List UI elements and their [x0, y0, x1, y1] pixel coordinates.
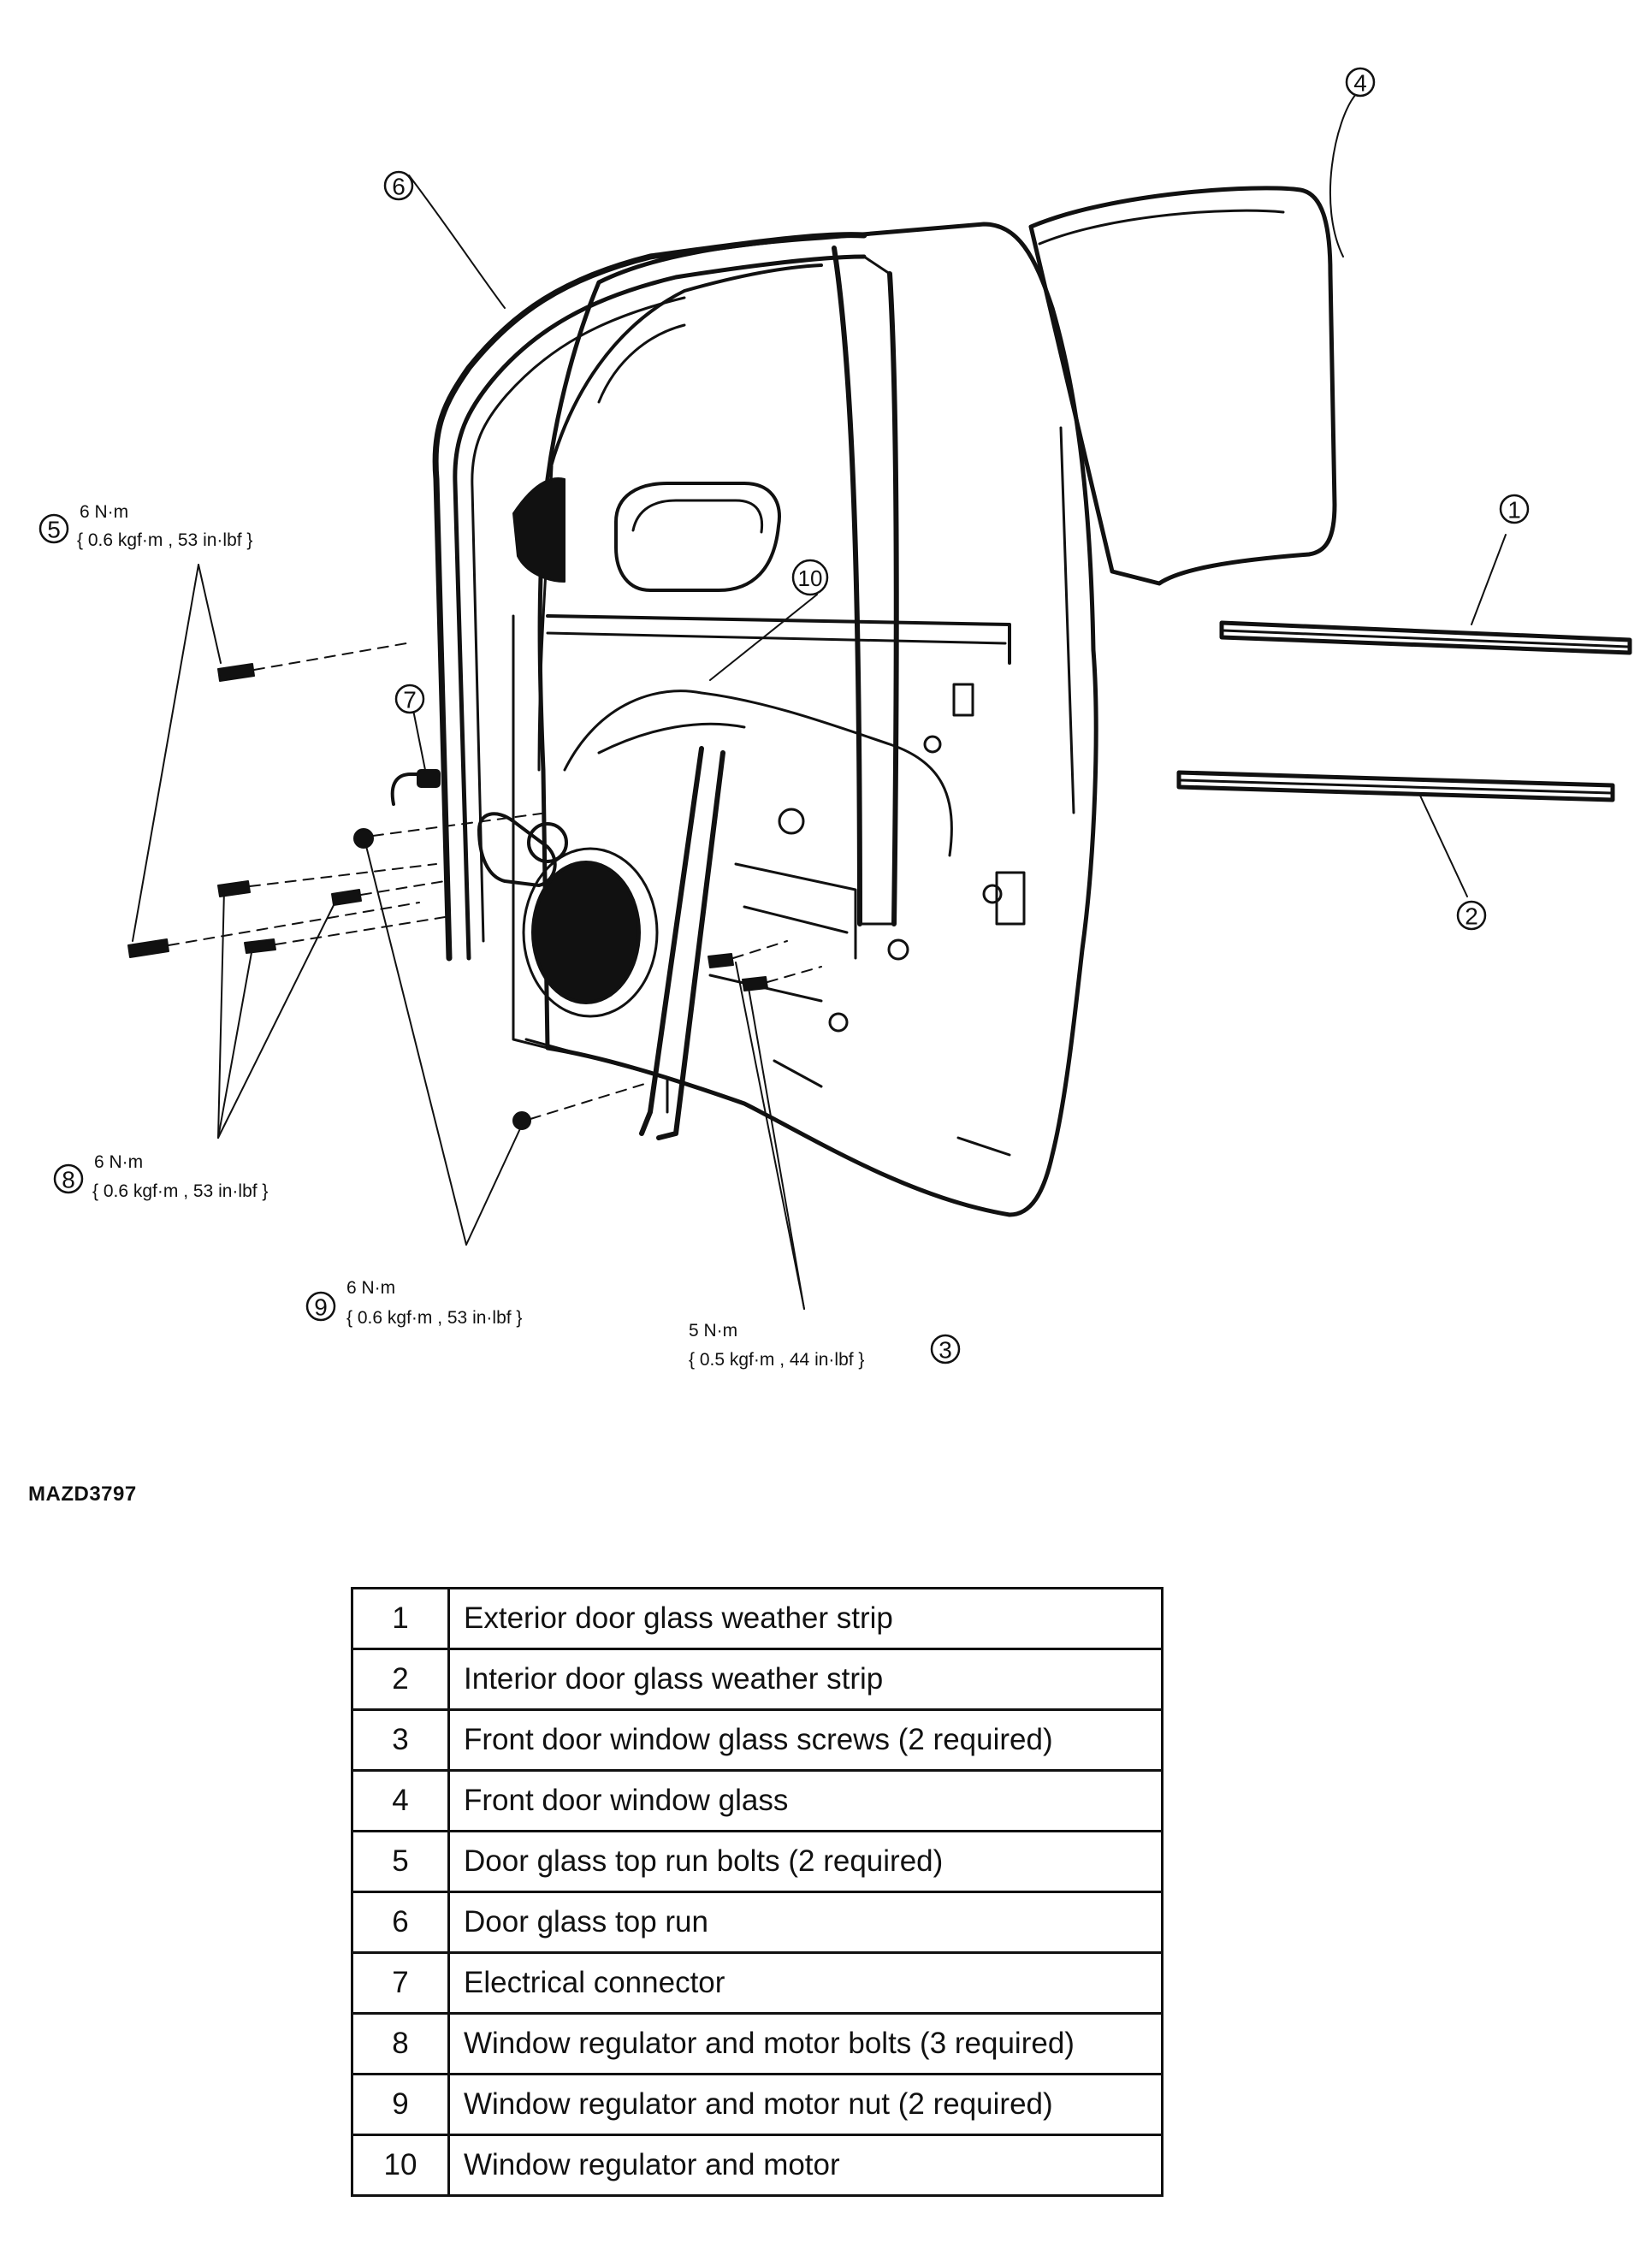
window-glass [1028, 186, 1337, 586]
torque-9-value: 6 N·m [346, 1278, 395, 1298]
torque-5-alt: { 0.6 kgf·m , 53 in·lbf } [77, 530, 252, 550]
torque-8-alt: { 0.6 kgf·m , 53 in·lbf } [92, 1181, 268, 1201]
legend-num: 1 [351, 1587, 450, 1650]
legend-desc: Front door window glass [447, 1769, 1164, 1832]
legend-num: 3 [351, 1708, 450, 1772]
torque-3-alt: { 0.5 kgf·m , 44 in·lbf } [689, 1350, 864, 1370]
callout-circle-5 [38, 513, 69, 544]
legend-num: 10 [351, 2134, 450, 2197]
callout-circle-7 [394, 684, 425, 714]
callout-circle-10 [791, 559, 829, 596]
callout-number-9: 9 [314, 1294, 328, 1321]
legend-num: 2 [351, 1648, 450, 1711]
legend-desc: Front door window glass screws (2 requir… [447, 1708, 1164, 1772]
callout-circle-3 [930, 1334, 961, 1364]
legend-desc: Electrical connector [447, 1951, 1164, 2015]
callout-circle-2 [1456, 900, 1487, 931]
torque-8-value: 6 N·m [94, 1152, 143, 1172]
callout-circle-6 [383, 170, 414, 201]
callout-circle-9 [305, 1291, 336, 1322]
legend-num: 4 [351, 1769, 450, 1832]
legend-num: 8 [351, 2012, 450, 2075]
legend-num: 9 [351, 2073, 450, 2136]
legend-num: 6 [351, 1891, 450, 1954]
callout-number-3: 3 [939, 1337, 952, 1364]
torque-3-value: 5 N·m [689, 1321, 737, 1341]
speaker [531, 861, 641, 1004]
torque-5-value: 6 N·m [80, 502, 128, 522]
interior-weather-strip [1176, 770, 1615, 802]
callout-number-7: 7 [403, 687, 417, 713]
figure-id: MAZD3797 [28, 1483, 137, 1506]
callout-number-10: 10 [798, 565, 823, 591]
callout-number-4: 4 [1353, 70, 1367, 97]
glass-top-run [432, 232, 867, 962]
side-mirror [614, 482, 781, 592]
bolt-icon [127, 663, 768, 991]
regulator-rail [639, 746, 704, 1136]
legend-num: 7 [351, 1951, 450, 2015]
callout-number-8: 8 [62, 1167, 75, 1193]
callout-number-6: 6 [392, 174, 406, 200]
callout-circle-4 [1345, 67, 1376, 98]
legend-desc: Window regulator and motor [447, 2134, 1164, 2197]
legend-desc: Door glass top run [447, 1891, 1164, 1954]
legend-num: 5 [351, 1830, 450, 1893]
exterior-weather-strip [1219, 620, 1632, 655]
callout-number-1: 1 [1507, 497, 1521, 524]
legend-desc: Exterior door glass weather strip [447, 1587, 1164, 1650]
door-exploded-diagram: 1 2 3 4 5 6 7 8 9 10 6 N·m { 0.6 kgf·m ,… [38, 67, 1632, 1370]
callout-number-2: 2 [1465, 903, 1478, 930]
legend-desc: Window regulator and motor nut (2 requir… [447, 2073, 1164, 2136]
legend-desc: Window regulator and motor bolts (3 requ… [447, 2012, 1164, 2075]
regulator-motor [477, 812, 557, 887]
callout-circle-8 [53, 1163, 84, 1194]
legend-desc: Interior door glass weather strip [447, 1648, 1164, 1711]
callout-number-5: 5 [47, 517, 61, 543]
torque-9-alt: { 0.6 kgf·m , 53 in·lbf } [346, 1308, 522, 1328]
callout-circle-1 [1499, 494, 1530, 524]
legend-desc: Door glass top run bolts (2 required) [447, 1830, 1164, 1893]
